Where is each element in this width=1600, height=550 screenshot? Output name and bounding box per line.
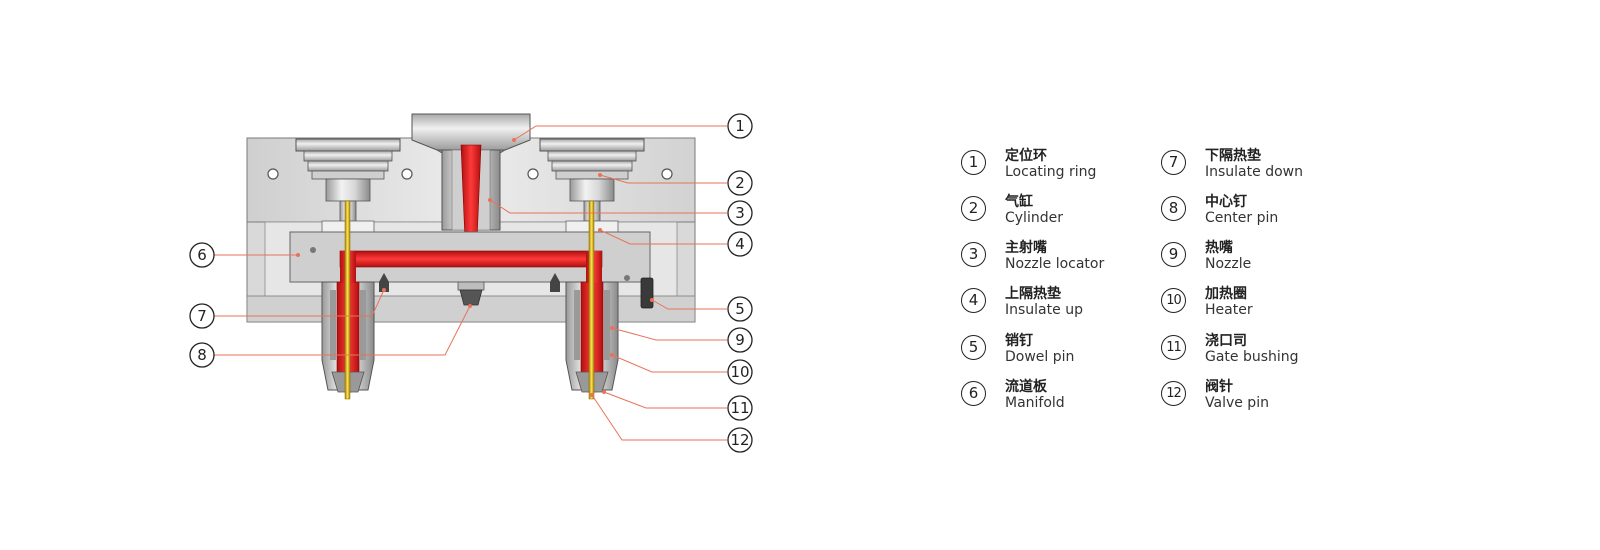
- manifold-melt-channel: [339, 250, 603, 268]
- cylinder-left: [295, 138, 401, 222]
- svg-text:4: 4: [735, 235, 745, 253]
- svg-text:9: 9: [735, 331, 745, 349]
- nozzle-locator: [441, 144, 501, 253]
- svg-text:7: 7: [197, 307, 207, 325]
- callout-2: 2: [727, 170, 753, 196]
- heater-right: [574, 290, 580, 360]
- callout-10: 10: [727, 359, 753, 385]
- bolt-hole-icon: [661, 168, 673, 180]
- dowel-pin: [640, 277, 654, 309]
- callout-4: 4: [727, 231, 753, 257]
- cylinder-right: [539, 138, 645, 222]
- bolt-hole-icon: [401, 168, 413, 180]
- bolt-hole-icon: [267, 168, 279, 180]
- svg-text:3: 3: [735, 204, 745, 222]
- leader-arrowheads: [296, 138, 654, 397]
- svg-text:8: 8: [197, 346, 207, 364]
- heater-left: [330, 290, 336, 360]
- valve-pin-left: [344, 200, 351, 400]
- bolt-hole-icon: [527, 168, 539, 180]
- svg-text:11: 11: [730, 399, 749, 417]
- bolt-hole-icon: [310, 247, 316, 253]
- svg-text:12: 12: [730, 431, 749, 449]
- insulator-down-right: [550, 273, 560, 292]
- callout-8: 8: [189, 342, 215, 368]
- callout-12: 12: [727, 427, 753, 453]
- callout-7: 7: [189, 303, 215, 329]
- callout-9: 9: [727, 327, 753, 353]
- callout-5: 5: [727, 296, 753, 322]
- callout-6: 6: [189, 242, 215, 268]
- bolt-hole-icon: [624, 275, 630, 281]
- svg-text:10: 10: [730, 363, 749, 381]
- valve-pin-right: [588, 200, 595, 400]
- callout-11: 11: [727, 395, 753, 421]
- callout-1: 1: [727, 113, 753, 139]
- callout-3: 3: [727, 200, 753, 226]
- svg-text:5: 5: [735, 300, 745, 318]
- leader-lines: [213, 125, 727, 441]
- svg-text:1: 1: [735, 117, 745, 135]
- svg-text:6: 6: [197, 246, 207, 264]
- insulator-down-left: [379, 273, 389, 292]
- svg-text:2: 2: [735, 174, 745, 192]
- center-pin: [457, 281, 485, 306]
